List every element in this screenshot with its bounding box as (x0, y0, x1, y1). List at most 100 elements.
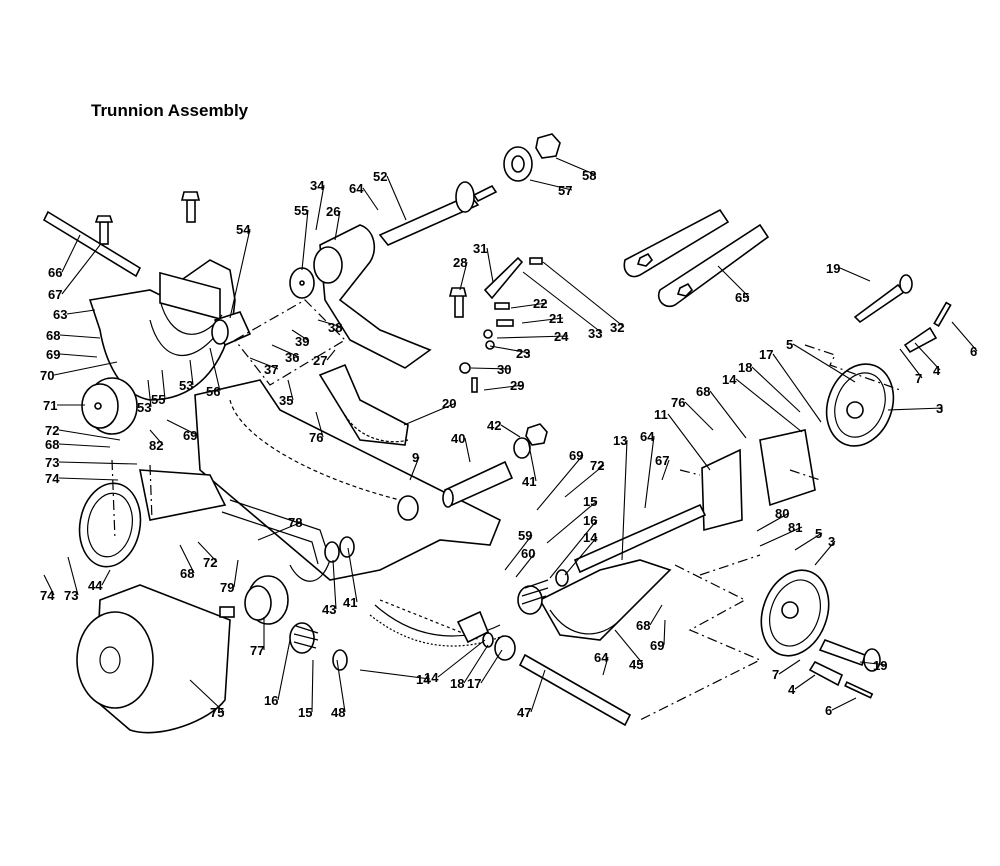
knob-4-lower (808, 660, 874, 699)
leader-line (403, 402, 457, 426)
handwheel-upper-3 (825, 363, 895, 447)
callout-59: 59 (504, 528, 532, 571)
callout-64: 64 (640, 429, 655, 509)
callout-13: 13 (613, 433, 628, 561)
leader-line (101, 569, 111, 586)
part-number-label: 69 (183, 428, 197, 443)
callout-69: 69 (650, 619, 666, 653)
leader-line (792, 343, 856, 383)
leader-line (347, 547, 358, 603)
leader-line (814, 540, 836, 566)
collar-17-center (456, 610, 516, 661)
part-number-label: 7 (915, 371, 922, 386)
leader-line (59, 334, 101, 339)
part-number-label: 55 (294, 203, 308, 218)
leader-line (521, 317, 564, 324)
leader-line (277, 639, 291, 701)
part-number-label: 73 (45, 455, 59, 470)
leader-line (529, 179, 573, 191)
callout-31: 31 (473, 241, 494, 283)
part-number-label: 45 (629, 657, 643, 672)
shaft-47 (518, 653, 632, 727)
leader-line (315, 184, 325, 231)
washer-57 (503, 146, 533, 182)
leader-line (778, 659, 801, 675)
callout-71: 71 (43, 398, 85, 413)
callout-76: 76 (309, 411, 324, 445)
callout-9: 9 (409, 450, 420, 481)
part-number-label: 3 (936, 401, 943, 416)
part-number-label: 72 (45, 423, 59, 438)
leader-line (794, 532, 823, 551)
callout-53: 53 (137, 379, 152, 415)
callout-81: 81 (759, 520, 803, 547)
part-number-label: 32 (610, 320, 624, 335)
leader-line (233, 559, 239, 588)
part-number-label: 58 (582, 168, 596, 183)
part-number-label: 5 (786, 337, 793, 352)
callout-77: 77 (250, 617, 265, 658)
callout-80: 80 (756, 506, 789, 532)
leader-line (287, 379, 294, 401)
part-number-label: 59 (518, 528, 532, 543)
leader-line (621, 439, 628, 561)
part-number-label: 52 (373, 169, 387, 184)
part-number-label: 80 (775, 506, 789, 521)
leader-line (189, 359, 194, 386)
hardware-cluster (448, 257, 543, 393)
callout-70: 70 (40, 361, 118, 383)
callout-38: 38 (317, 319, 342, 335)
leader-line (527, 439, 537, 482)
leader-line (536, 454, 584, 511)
leader-line (249, 357, 279, 370)
callout-14: 14 (564, 530, 598, 576)
leader-line (515, 552, 536, 578)
callout-73: 73 (64, 556, 79, 603)
callout-33: 33 (522, 271, 603, 341)
leader-line (759, 526, 803, 547)
part-number-label: 75 (210, 705, 224, 720)
callout-55: 55 (151, 369, 166, 407)
callout-47: 47 (517, 669, 546, 720)
leader-line (301, 209, 309, 271)
part-number-label: 11 (654, 407, 668, 422)
part-number-label: 81 (788, 520, 802, 535)
callout-67: 67 (48, 244, 101, 302)
leader-line (359, 669, 431, 680)
guide-rod-13 (573, 503, 707, 574)
leader-line (326, 349, 336, 361)
callout-28: 28 (453, 255, 468, 291)
leader-line (644, 435, 655, 509)
part-number-label: 68 (696, 384, 710, 399)
callout-14: 14 (359, 669, 431, 687)
callout-18: 18 (450, 644, 489, 691)
leader-line (649, 604, 663, 626)
callout-15: 15 (298, 659, 314, 720)
part-number-label: 64 (640, 429, 655, 444)
pulley-77 (244, 575, 289, 625)
bracket-31 (483, 256, 524, 300)
callout-56: 56 (206, 347, 221, 399)
callout-82: 82 (149, 429, 163, 453)
rings-41-43 (324, 536, 355, 563)
part-number-label: 41 (522, 474, 536, 489)
leader-line (332, 559, 337, 610)
part-number-label: 31 (473, 241, 487, 256)
part-number-label: 77 (250, 643, 264, 658)
leader-line (58, 443, 111, 448)
part-number-label: 79 (220, 580, 234, 595)
callout-68: 68 (45, 437, 111, 452)
callout-23: 23 (489, 345, 530, 361)
callout-67: 67 (655, 453, 670, 481)
motor-plate-44 (78, 469, 227, 568)
callout-72: 72 (197, 541, 217, 570)
part-number-label: 54 (236, 222, 251, 237)
callout-48: 48 (331, 659, 346, 720)
leader-line (522, 271, 603, 334)
leader-line (914, 342, 941, 371)
leader-line (542, 261, 625, 328)
part-number-label: 68 (180, 566, 194, 581)
callout-73: 73 (45, 455, 138, 470)
leader-line (483, 384, 525, 391)
callout-69: 69 (536, 448, 584, 511)
